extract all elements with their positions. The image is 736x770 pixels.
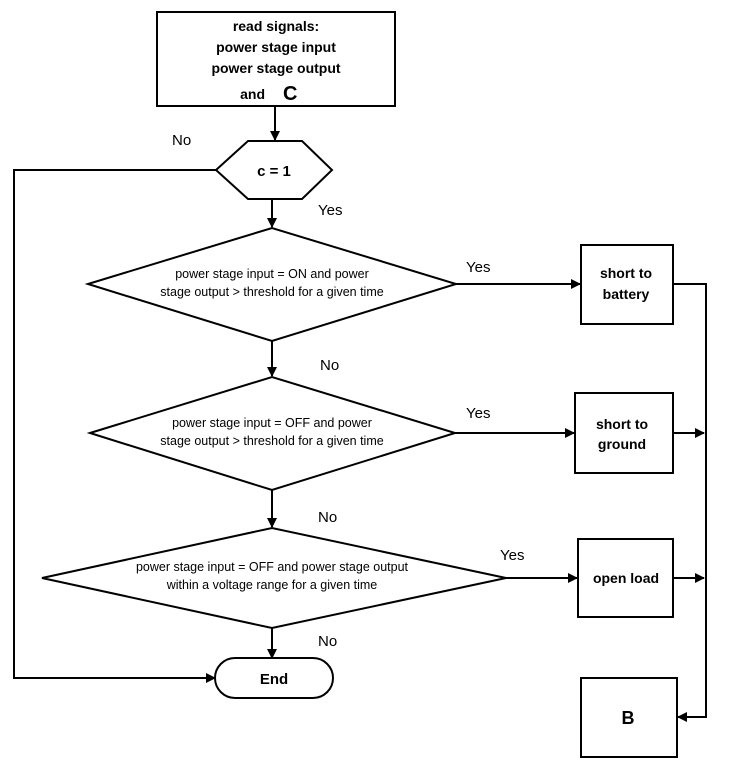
end-label: End bbox=[260, 671, 288, 688]
outcome-b-label: B bbox=[622, 708, 635, 728]
label-d3-yes: Yes bbox=[500, 547, 524, 564]
decision-3-line1: power stage input = OFF and power stage … bbox=[136, 560, 409, 574]
start-box-line3: power stage output bbox=[211, 60, 340, 76]
label-c-yes: Yes bbox=[318, 202, 342, 219]
decision-2-line1: power stage input = OFF and power bbox=[172, 416, 372, 430]
arrow-c-no-to-end bbox=[13, 169, 216, 683]
outcome-battery-line1: short to bbox=[600, 265, 652, 281]
outcome-b bbox=[580, 677, 678, 758]
label-d1-no: No bbox=[320, 357, 339, 374]
end-terminator bbox=[214, 657, 334, 699]
decision-3-line2: within a voltage range for a given time bbox=[166, 578, 378, 592]
decision-c bbox=[214, 140, 334, 200]
outcome-short-to-battery bbox=[580, 244, 674, 325]
start-box bbox=[156, 11, 396, 107]
outcome-ground-line1: short to bbox=[596, 416, 648, 432]
label-d2-no: No bbox=[318, 509, 337, 526]
outcome-short-to-ground bbox=[574, 392, 674, 474]
outcome-open-load-label: open load bbox=[593, 570, 659, 586]
label-c-no: No bbox=[172, 132, 191, 149]
start-box-variable-c: C bbox=[283, 83, 297, 105]
start-box-line4-prefix: and bbox=[240, 86, 265, 102]
decision-2-line2: stage output > threshold for a given tim… bbox=[160, 434, 383, 448]
decision-c-label: c = 1 bbox=[257, 163, 291, 180]
label-d1-yes: Yes bbox=[466, 259, 490, 276]
label-d3-no: No bbox=[318, 633, 337, 650]
decision-1-line1: power stage input = ON and power bbox=[175, 267, 369, 281]
decision-1-line2: stage output > threshold for a given tim… bbox=[160, 285, 383, 299]
outcome-open-load bbox=[577, 538, 674, 618]
arrow-collector-to-b bbox=[673, 283, 707, 722]
label-d2-yes: Yes bbox=[466, 405, 490, 422]
outcome-ground-line2: ground bbox=[598, 436, 646, 452]
start-box-line1: read signals: bbox=[233, 18, 319, 34]
start-box-line2: power stage input bbox=[216, 39, 336, 55]
outcome-battery-line2: battery bbox=[603, 286, 650, 302]
